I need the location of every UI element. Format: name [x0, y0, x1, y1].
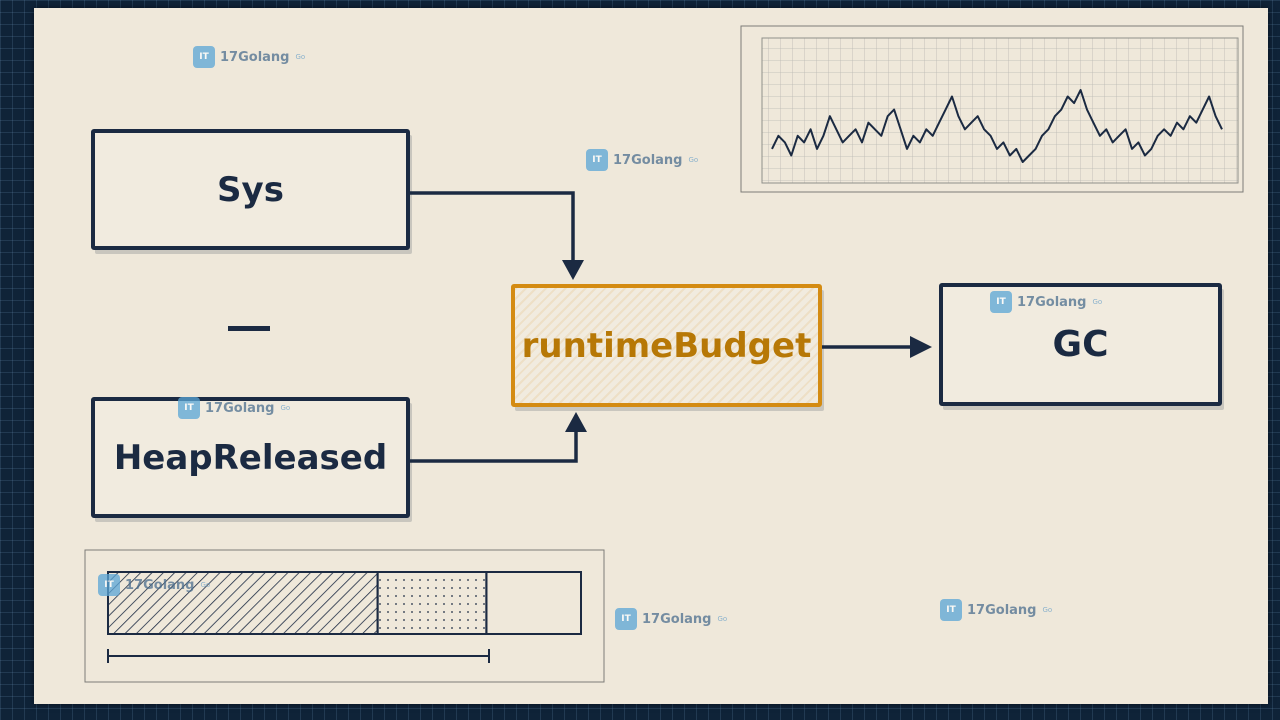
memory-bar-released	[376, 571, 488, 635]
watermark-logo-icon: IT	[193, 46, 215, 68]
watermark-logo-icon: IT	[940, 599, 962, 621]
watermark-text: 17Golang	[1017, 294, 1087, 310]
watermark-logo-icon: IT	[615, 608, 637, 630]
sparkline-grid	[761, 37, 1239, 184]
runtime-budget-box: runtimeBudget	[511, 284, 822, 407]
watermark: IT 17Golang Go	[615, 608, 727, 630]
watermark-tag: Go	[1042, 606, 1053, 614]
watermark-tag: Go	[280, 404, 291, 412]
arrow-heap-to-budget	[410, 430, 578, 463]
memory-bar-frame	[84, 549, 605, 683]
watermark: IT 17Golang Go	[940, 599, 1052, 621]
watermark: IT 17Golang Go	[586, 149, 698, 171]
watermark: IT 17Golang Go	[178, 397, 290, 419]
arrow-head-heap	[565, 412, 587, 432]
watermark: IT 17Golang Go	[98, 574, 210, 596]
memory-bar	[107, 571, 582, 635]
gc-label: GC	[1052, 324, 1109, 365]
watermark-logo-icon: IT	[990, 291, 1012, 313]
watermark-text: 17Golang	[967, 602, 1037, 618]
watermark-logo-icon: IT	[98, 574, 120, 596]
watermark-tag: Go	[688, 156, 699, 164]
sys-box: Sys	[91, 129, 410, 250]
sparkline-frame	[740, 25, 1244, 193]
watermark-text: 17Golang	[125, 577, 195, 593]
watermark-text: 17Golang	[613, 152, 683, 168]
watermark-logo-icon: IT	[178, 397, 200, 419]
watermark-text: 17Golang	[205, 400, 275, 416]
watermark-tag: Go	[200, 581, 211, 589]
watermark-text: 17Golang	[642, 611, 712, 627]
arrow-sys-to-budget	[410, 191, 575, 262]
watermark-tag: Go	[295, 53, 306, 61]
sparkline-series	[771, 89, 1223, 163]
watermark: IT 17Golang Go	[193, 46, 305, 68]
sys-label: Sys	[217, 169, 284, 210]
watermark: IT 17Golang Go	[990, 291, 1102, 313]
runtime-budget-label: runtimeBudget	[521, 325, 812, 366]
watermark-tag: Go	[717, 615, 728, 623]
heap-released-label: HeapReleased	[113, 437, 388, 478]
heap-released-box: HeapReleased	[91, 397, 410, 518]
watermark-logo-icon: IT	[586, 149, 608, 171]
watermark-tag: Go	[1092, 298, 1103, 306]
gc-box: GC	[939, 283, 1222, 406]
minus-operator	[228, 326, 270, 331]
arrow-head-sys	[562, 260, 584, 280]
watermark-text: 17Golang	[220, 49, 290, 65]
arrow-head-gc	[910, 336, 932, 358]
memory-bar-free	[485, 571, 582, 635]
